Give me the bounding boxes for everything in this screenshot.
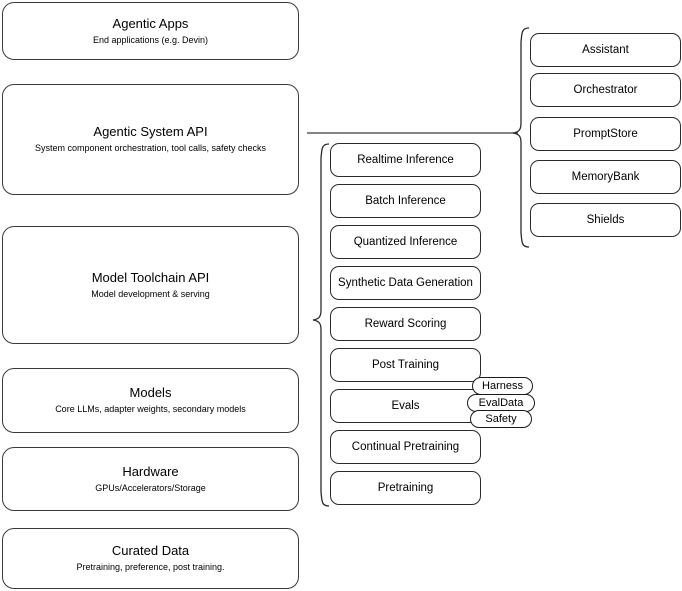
component-pretraining[interactable]: Pretraining (330, 471, 481, 505)
layer-subtitle: Model development & serving (91, 288, 210, 299)
component-reward-scoring[interactable]: Reward Scoring (330, 307, 481, 341)
layer-title: Models (129, 385, 172, 400)
component-batch-inference[interactable]: Batch Inference (330, 184, 481, 218)
component-post-training[interactable]: Post Training (330, 348, 481, 382)
layer-title: Agentic Apps (112, 15, 189, 31)
layer-agentic-system-api[interactable]: Agentic System API System component orch… (2, 84, 299, 195)
evals-sub-harness[interactable]: Harness (472, 377, 533, 395)
layer-subtitle: System component orchestration, tool cal… (34, 143, 267, 153)
brace-system-components (512, 27, 530, 248)
component-quantized-inference[interactable]: Quantized Inference (330, 225, 481, 259)
brace-toolchain-components (312, 143, 330, 507)
evals-sub-safety[interactable]: Safety (470, 410, 532, 428)
component-synthetic-data-generation[interactable]: Synthetic Data Generation (330, 266, 481, 300)
component-memorybank[interactable]: MemoryBank (530, 160, 681, 194)
layer-title: Model Toolchain API (91, 269, 210, 285)
layer-subtitle: GPUs/Accelerators/Storage (95, 482, 206, 493)
layer-model-toolchain-api[interactable]: Model Toolchain API Model development & … (2, 226, 299, 344)
component-promptstore[interactable]: PromptStore (530, 117, 681, 151)
layer-hardware[interactable]: Hardware GPUs/Accelerators/Storage (2, 447, 299, 511)
layer-subtitle: Pretraining, preference, post training. (76, 562, 225, 572)
layer-title: Hardware (122, 463, 179, 479)
component-realtime-inference[interactable]: Realtime Inference (330, 143, 481, 177)
layer-curated-data[interactable]: Curated Data Pretraining, preference, po… (2, 528, 299, 589)
layer-title: Curated Data (111, 543, 190, 558)
layer-subtitle: End applications (e.g. Devin) (92, 34, 209, 45)
layer-agentic-apps[interactable]: Agentic Apps End applications (e.g. Devi… (2, 2, 299, 60)
component-continual-pretraining[interactable]: Continual Pretraining (330, 430, 481, 464)
layer-title: Agentic System API (93, 124, 208, 139)
layer-subtitle: Core LLMs, adapter weights, secondary mo… (55, 404, 246, 414)
component-orchestrator[interactable]: Orchestrator (530, 73, 681, 107)
layer-models[interactable]: Models Core LLMs, adapter weights, secon… (2, 368, 299, 433)
component-shields[interactable]: Shields (530, 203, 681, 237)
component-evals[interactable]: Evals (330, 389, 481, 423)
component-assistant[interactable]: Assistant (530, 33, 681, 67)
